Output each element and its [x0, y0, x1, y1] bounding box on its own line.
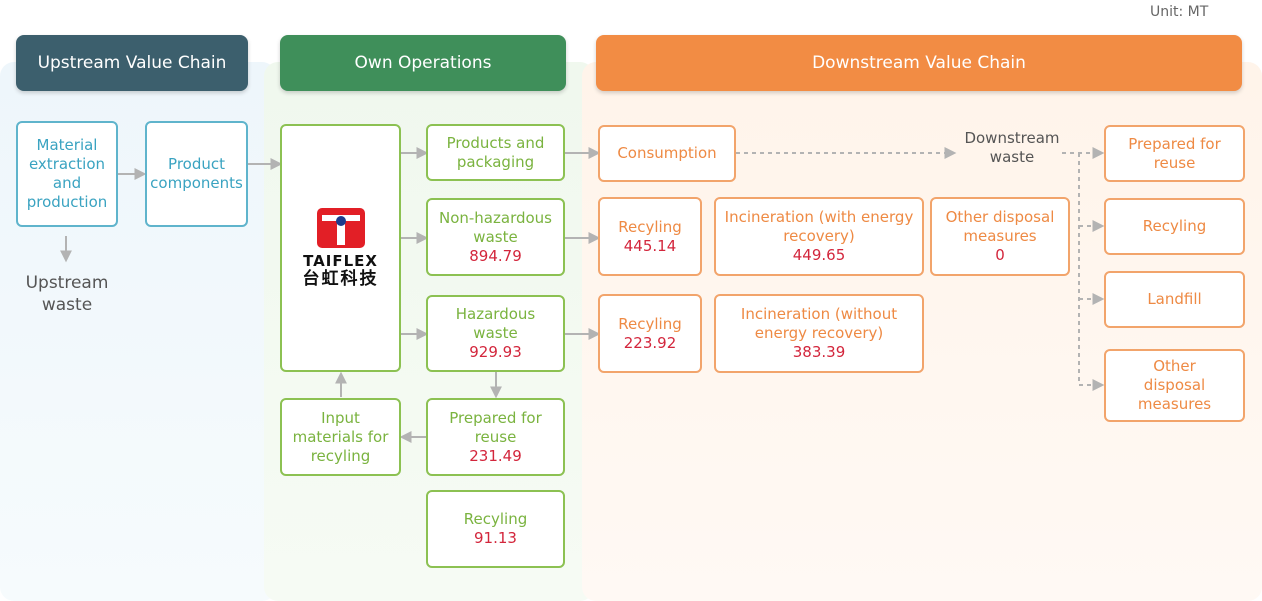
nh-incineration-box: Incineration (with energy recovery) 449.…: [714, 197, 924, 276]
logo-text-en: TAIFLEX: [303, 252, 378, 270]
dw-other-disposal-box: Other disposal measures: [1104, 349, 1245, 422]
input-materials-label: Input materials for recyling: [292, 408, 389, 465]
downstream-waste-label: Downstream waste: [964, 129, 1060, 166]
taiflex-logo-icon: [316, 208, 365, 248]
consumption-box: Consumption: [598, 125, 736, 182]
own-recycling-label: Recyling: [463, 510, 528, 528]
hazardous-value: 929.93: [469, 343, 522, 361]
nh-incineration-label: Incineration (with energy recovery): [724, 208, 914, 245]
non-hazardous-label: Non-hazardous waste: [438, 208, 552, 246]
nh-other-value: 0: [995, 246, 1005, 264]
dw-recycling-box: Recyling: [1104, 198, 1245, 255]
prepared-for-reuse-box: Prepared for reuse 231.49: [426, 398, 565, 476]
material-extraction-label: Material extraction and production: [26, 136, 108, 211]
logo-text-zh: 台虹科技: [302, 269, 379, 289]
h-incineration-box: Incineration (without energy recovery) 3…: [714, 294, 924, 373]
dw-landfill-label: Landfill: [1147, 290, 1202, 308]
own-recycling-value: 91.13: [474, 529, 517, 547]
h-recycling-label: Recyling: [618, 314, 682, 333]
header-own-operations: Own Operations: [280, 35, 566, 91]
consumption-label: Consumption: [617, 144, 717, 162]
dw-landfill-box: Landfill: [1104, 271, 1245, 328]
dw-recycling-label: Recyling: [1142, 217, 1207, 235]
dw-other-disposal-label: Other disposal measures: [1137, 357, 1212, 413]
prepared-reuse-value: 231.49: [469, 446, 522, 465]
prepared-reuse-label: Prepared for reuse: [449, 408, 542, 446]
nh-other-disposal-box: Other disposal measures 0: [930, 197, 1070, 276]
header-upstream: Upstream Value Chain: [16, 35, 248, 91]
upstream-waste-label: Upstream waste: [25, 273, 109, 315]
header-downstream: Downstream Value Chain: [596, 35, 1242, 91]
non-hazardous-waste-box: Non-hazardous waste 894.79: [426, 198, 565, 276]
material-extraction-box: Material extraction and production: [16, 121, 118, 227]
h-incineration-label: Incineration (without energy recovery): [740, 305, 898, 342]
h-incineration-value: 383.39: [792, 343, 846, 361]
products-packaging-label: Products and packaging: [446, 133, 545, 171]
own-recycling-box: Recyling 91.13: [426, 490, 565, 568]
own-operations-box: TAIFLEX 台虹科技: [280, 124, 401, 372]
dw-prepared-reuse-label: Prepared for reuse: [1128, 134, 1221, 172]
hazardous-waste-box: Hazardous waste 929.93: [426, 295, 565, 372]
nh-recycling-label: Recyling: [618, 217, 682, 236]
nh-recycling-box: Recyling 445.14: [598, 197, 702, 276]
product-components-label: Product components: [150, 155, 243, 192]
nh-other-label: Other disposal measures: [945, 208, 1055, 245]
hazardous-label: Hazardous waste: [455, 305, 536, 342]
input-materials-box: Input materials for recyling: [280, 398, 401, 476]
non-hazardous-value: 894.79: [469, 246, 522, 265]
nh-incineration-value: 449.65: [792, 246, 846, 264]
h-recycling-box: Recyling 223.92: [598, 294, 702, 373]
h-recycling-value: 223.92: [623, 333, 677, 352]
product-components-box: Product components: [145, 121, 248, 227]
unit-label: Unit: MT: [1150, 4, 1209, 20]
dw-prepared-reuse-box: Prepared for reuse: [1104, 125, 1245, 182]
products-packaging-box: Products and packaging: [426, 124, 565, 181]
nh-recycling-value: 445.14: [623, 236, 677, 255]
